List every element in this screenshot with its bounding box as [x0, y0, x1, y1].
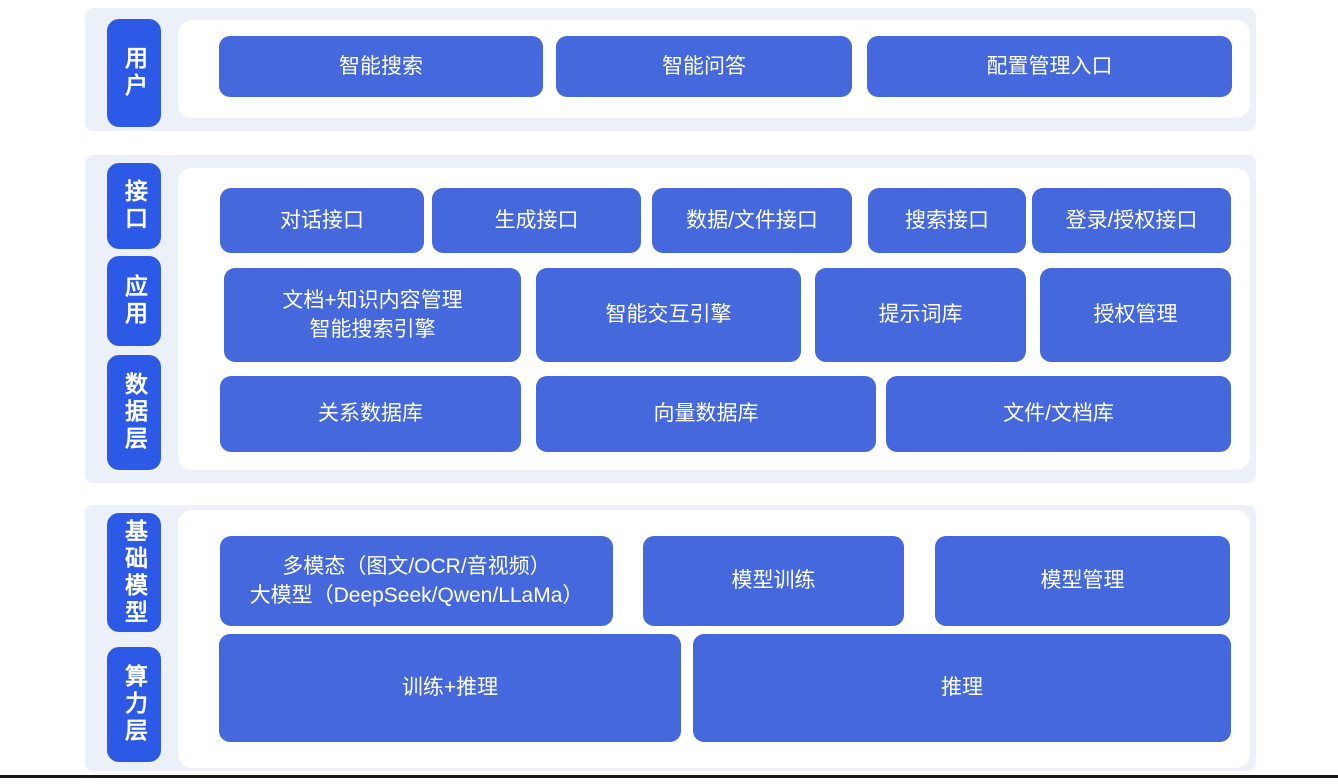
block-dialog-api: 对话接口 — [220, 188, 424, 253]
section-bottom-card: 多模态（图文/OCR/音视频） 大模型（DeepSeek/Qwen/LLaMa）… — [178, 510, 1250, 768]
block-smart-qa: 智能问答 — [556, 36, 852, 97]
block-inference: 推理 — [693, 634, 1231, 742]
tab-interface: 接口 — [107, 163, 161, 249]
block-model-training: 模型训练 — [643, 536, 904, 626]
section-middle-card: 对话接口 生成接口 数据/文件接口 搜索接口 登录/授权接口 文档+知识内容管理… — [178, 168, 1250, 470]
block-file-document-store: 文件/文档库 — [886, 376, 1231, 452]
block-data-file-api: 数据/文件接口 — [652, 188, 852, 253]
tab-compute-layer: 算力层 — [107, 647, 161, 762]
tab-foundation-model: 基础模型 — [107, 513, 161, 632]
tab-data-layer: 数据层 — [107, 355, 161, 470]
tab-users: 用户 — [107, 19, 161, 127]
bottom-divider-line — [0, 775, 1338, 778]
tab-application: 应用 — [107, 256, 161, 346]
block-prompt-library: 提示词库 — [815, 268, 1026, 362]
block-doc-knowledge-search-engine: 文档+知识内容管理 智能搜索引擎 — [224, 268, 521, 362]
block-login-auth-api: 登录/授权接口 — [1032, 188, 1231, 253]
section-users-card: 智能搜索 智能问答 配置管理入口 — [178, 20, 1250, 118]
block-authorization-management: 授权管理 — [1040, 268, 1231, 362]
block-model-management: 模型管理 — [935, 536, 1230, 626]
block-generation-api: 生成接口 — [432, 188, 641, 253]
block-smart-search: 智能搜索 — [219, 36, 543, 97]
section-bottom-panel: 基础模型 算力层 多模态（图文/OCR/音视频） 大模型（DeepSeek/Qw… — [85, 505, 1256, 771]
section-middle-panel: 接口 应用 数据层 对话接口 生成接口 数据/文件接口 搜索接口 登录/授权接口… — [85, 155, 1256, 483]
block-relational-database: 关系数据库 — [220, 376, 521, 452]
section-users-panel: 用户 智能搜索 智能问答 配置管理入口 — [85, 8, 1256, 131]
block-search-api: 搜索接口 — [868, 188, 1026, 253]
block-config-management-entry: 配置管理入口 — [867, 36, 1232, 97]
block-multimodal-large-model: 多模态（图文/OCR/音视频） 大模型（DeepSeek/Qwen/LLaMa） — [220, 536, 613, 626]
block-training-plus-inference: 训练+推理 — [219, 634, 681, 742]
block-vector-database: 向量数据库 — [536, 376, 876, 452]
block-smart-interaction-engine: 智能交互引擎 — [536, 268, 801, 362]
